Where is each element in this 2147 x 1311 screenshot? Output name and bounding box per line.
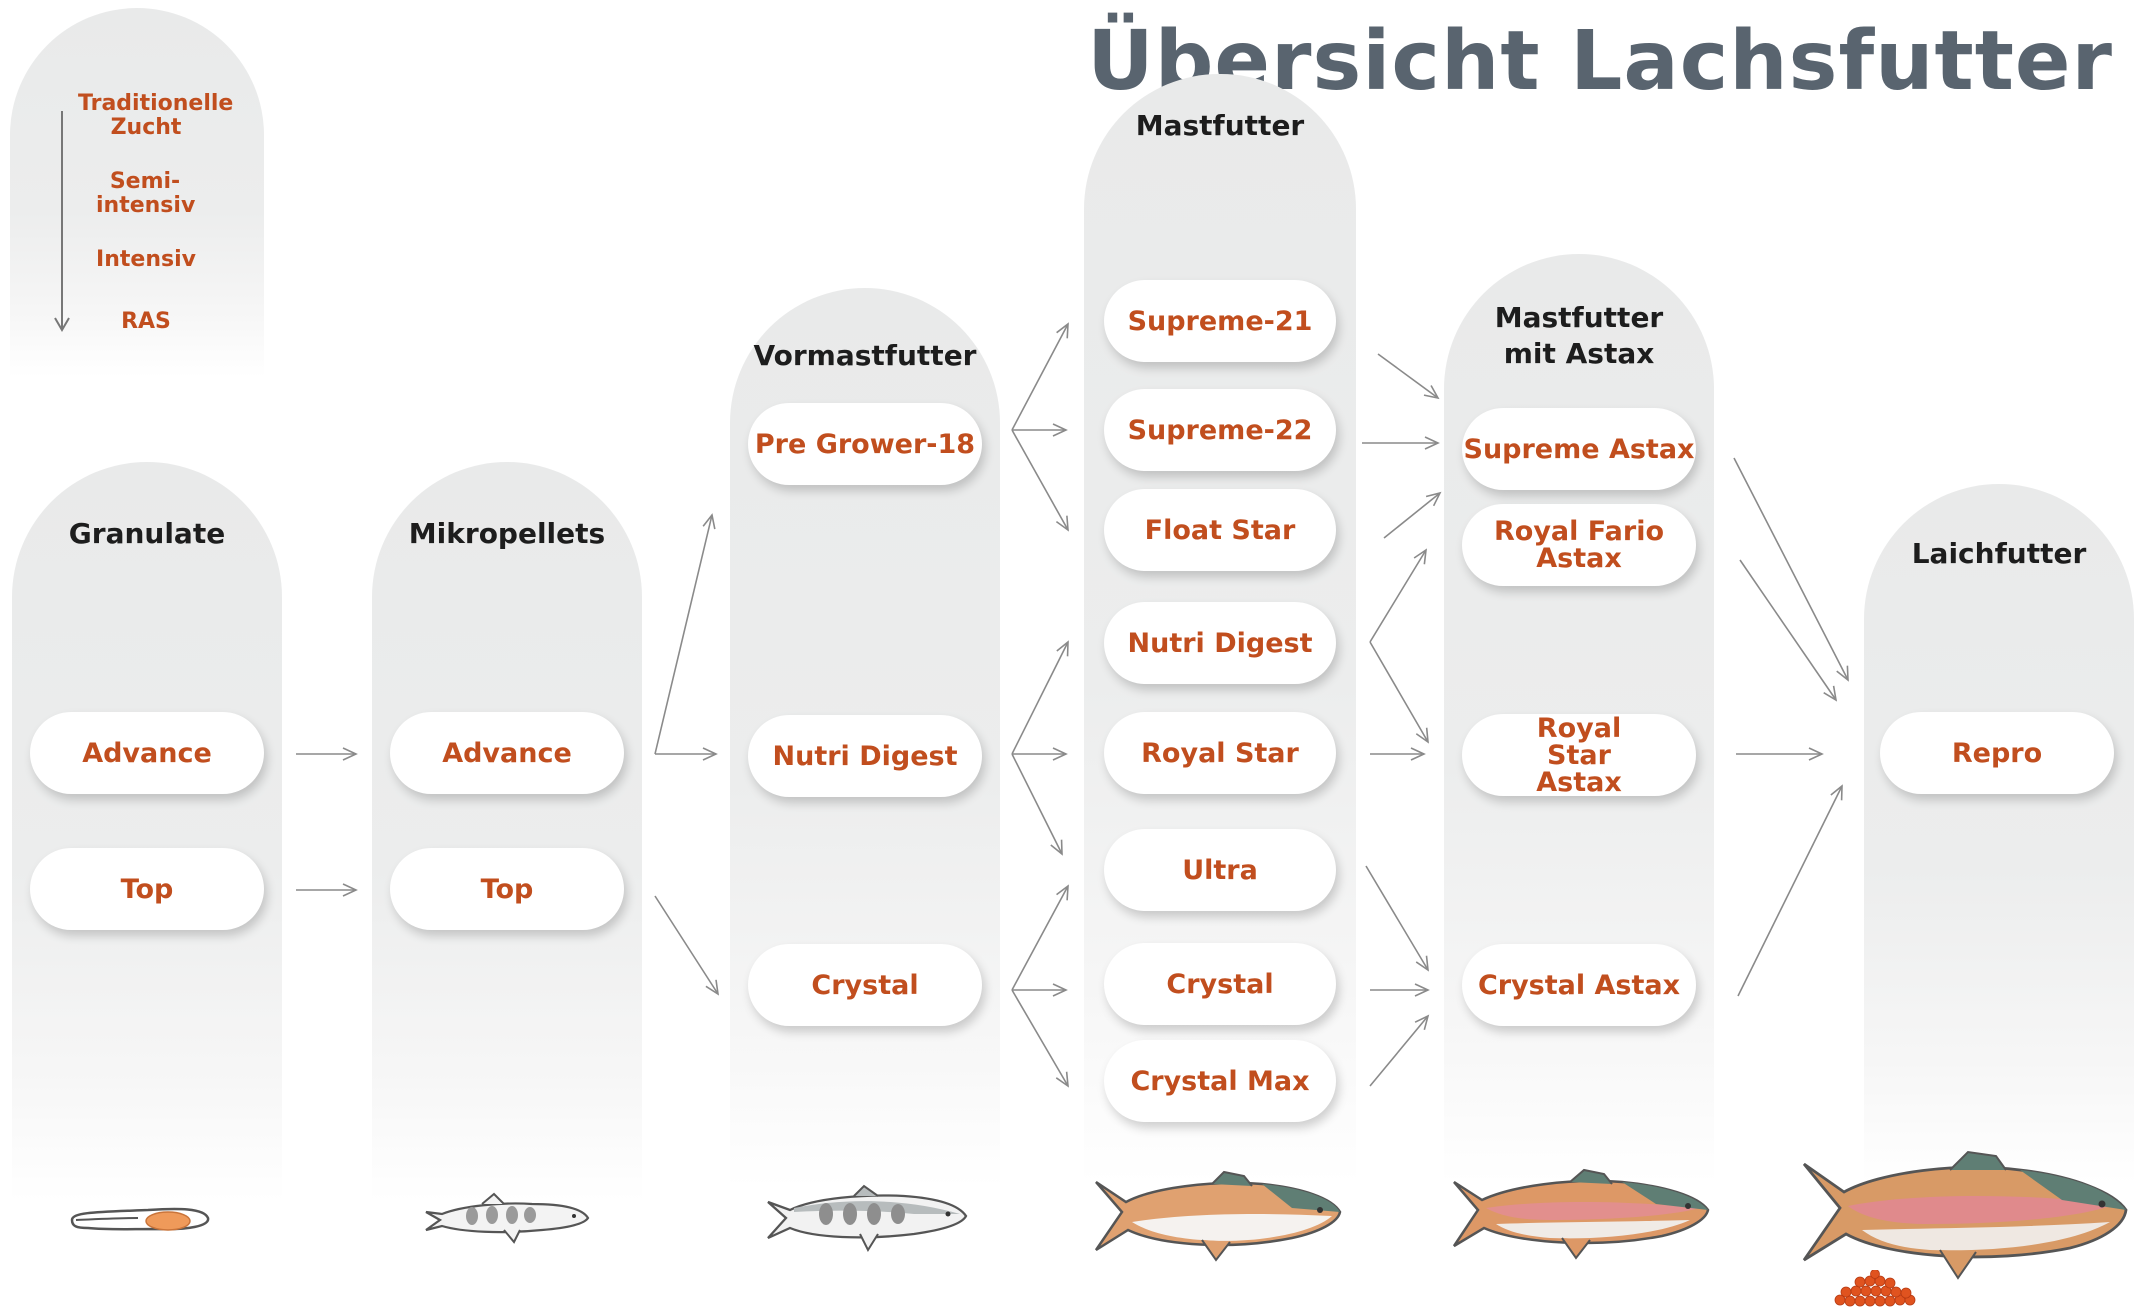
- product-float-star[interactable]: Float Star: [1104, 489, 1336, 571]
- column-title-laichfutter: Laichfutter: [1911, 537, 2087, 570]
- astax-trout-icon: [1452, 1168, 1710, 1260]
- column-title-mastfutter: Mastfutter: [1135, 109, 1305, 142]
- column-title-granulate: Granulate: [68, 517, 226, 550]
- legend-intensive: Intensiv: [96, 247, 196, 272]
- column-title-vormastfutter: Vormastfutter: [753, 339, 977, 372]
- column-mastfutter: Mastfutter Supreme-21 Supreme-22 Float S…: [1084, 74, 1356, 1184]
- column-mikropellets: Mikropellets Advance Top: [372, 462, 642, 1202]
- legend-traditional: Traditionelle Zucht: [78, 91, 234, 140]
- product-mikropellets-advance[interactable]: Advance: [390, 712, 624, 794]
- legend-down-arrow: [54, 111, 70, 332]
- product-pre-grower-18[interactable]: Pre Grower-18: [748, 403, 982, 485]
- grower-trout-icon: [1094, 1170, 1342, 1262]
- column-title-mikropellets: Mikropellets: [408, 517, 606, 550]
- product-mast-nutri-digest[interactable]: Nutri Digest: [1104, 602, 1336, 684]
- product-royal-star-astax[interactable]: Royal Star Astax: [1462, 714, 1696, 796]
- product-supreme-21[interactable]: Supreme-21: [1104, 280, 1336, 362]
- product-granulate-advance[interactable]: Advance: [30, 712, 264, 794]
- product-vormast-nutri-digest[interactable]: Nutri Digest: [748, 715, 982, 797]
- column-vormastfutter: Vormastfutter Pre Grower-18 Nutri Digest…: [730, 288, 1000, 1188]
- product-mast-crystal[interactable]: Crystal: [1104, 943, 1336, 1025]
- product-supreme-22[interactable]: Supreme-22: [1104, 389, 1336, 471]
- legend-semi-intensive: Semi-intensiv: [96, 169, 196, 218]
- spawning-trout-icon: [1802, 1150, 2128, 1280]
- parr-icon: [767, 1184, 968, 1253]
- product-repro[interactable]: Repro: [1880, 712, 2114, 794]
- product-vormast-crystal[interactable]: Crystal: [748, 944, 982, 1026]
- column-title-mastfutter-astax: Mastfutter mit Astax: [1494, 301, 1664, 370]
- product-granulate-top[interactable]: Top: [30, 848, 264, 930]
- product-crystal-astax[interactable]: Crystal Astax: [1462, 944, 1696, 1026]
- roe-icon: [1834, 1270, 1916, 1307]
- product-mikropellets-top[interactable]: Top: [390, 848, 624, 930]
- column-laichfutter: Laichfutter Repro: [1864, 484, 2134, 1184]
- fry-icon: [425, 1192, 590, 1244]
- legend-panel: Traditionelle Zucht Semi-intensiv Intens…: [10, 8, 264, 378]
- product-supreme-astax[interactable]: Supreme Astax: [1462, 408, 1696, 490]
- legend-ras: RAS: [121, 309, 171, 334]
- product-royal-fario-astax[interactable]: Royal Fario Astax: [1462, 504, 1696, 586]
- column-granulate: Granulate Advance Top: [12, 462, 282, 1202]
- product-crystal-max[interactable]: Crystal Max: [1104, 1040, 1336, 1122]
- product-ultra[interactable]: Ultra: [1104, 829, 1336, 911]
- column-mastfutter-astax: Mastfutter mit Astax Supreme Astax Royal…: [1444, 254, 1714, 1184]
- larva-icon: [70, 1207, 210, 1231]
- product-royal-star[interactable]: Royal Star: [1104, 712, 1336, 794]
